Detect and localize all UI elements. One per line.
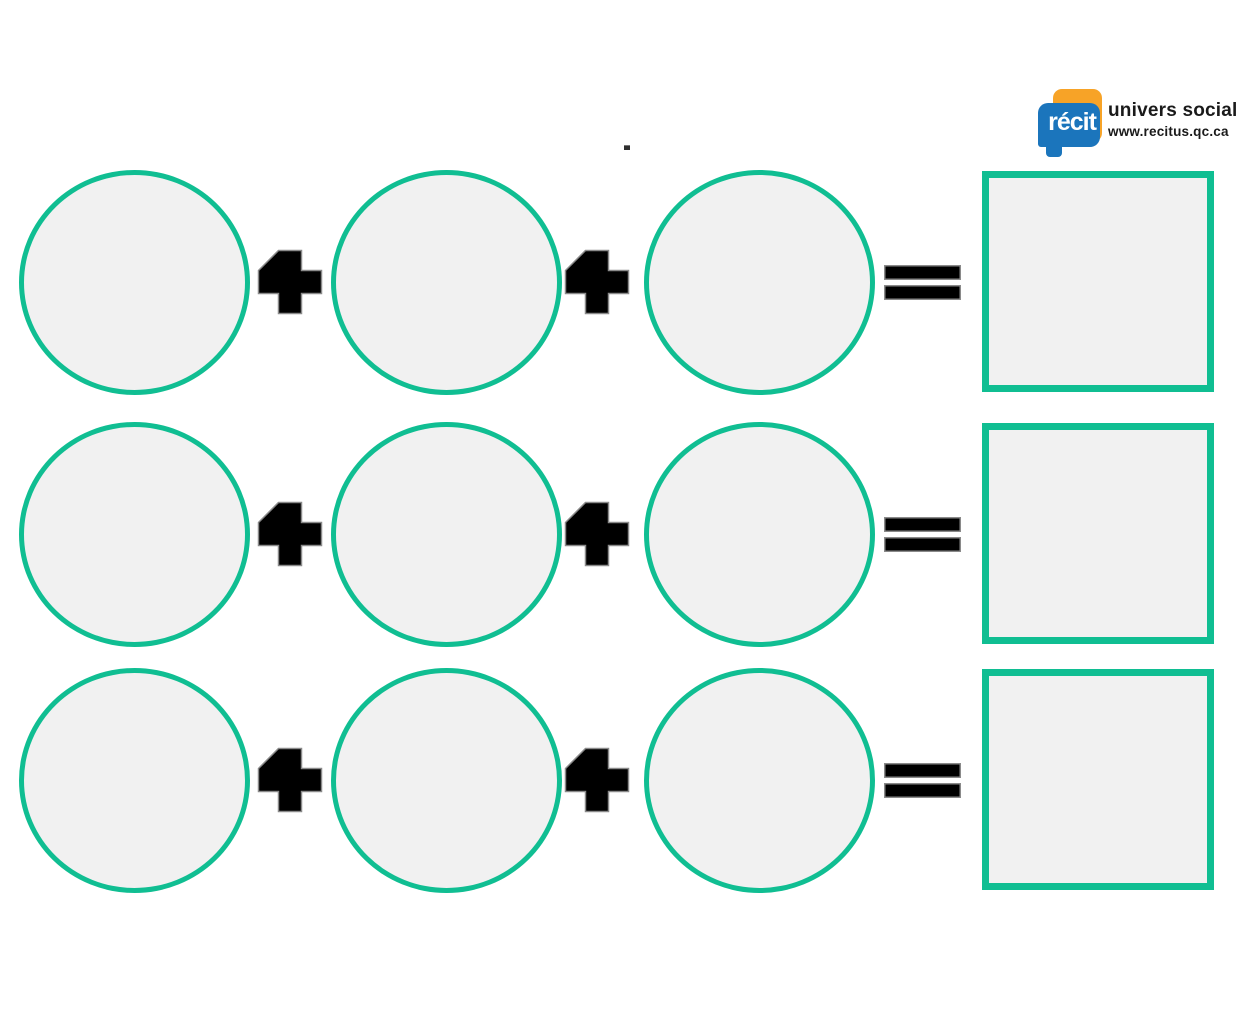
plus-icon xyxy=(257,501,323,567)
addend-circle-3-1[interactable] xyxy=(19,668,250,893)
equals-icon xyxy=(884,763,961,798)
addend-circle-3-3[interactable] xyxy=(644,668,875,893)
plus-icon xyxy=(564,249,630,315)
logo-tagline: univers social xyxy=(1108,100,1238,121)
result-box-2[interactable] xyxy=(982,423,1214,644)
result-box-3[interactable] xyxy=(982,669,1214,890)
plus-icon xyxy=(564,747,630,813)
recitus-logo: récit univers social www.recitus.qc.ca xyxy=(1038,85,1238,161)
logo-blue-tab xyxy=(1046,143,1062,157)
plus-icon xyxy=(257,249,323,315)
equals-icon xyxy=(884,517,961,552)
addend-circle-1-1[interactable] xyxy=(19,170,250,395)
stray-mark xyxy=(624,145,630,150)
addend-circle-2-1[interactable] xyxy=(19,422,250,647)
equals-icon xyxy=(884,265,961,300)
equation-row-1 xyxy=(0,170,1241,395)
equation-row-2 xyxy=(0,422,1241,647)
logo-blue-square xyxy=(1038,103,1100,147)
addend-circle-2-2[interactable] xyxy=(331,422,562,647)
addend-circle-3-2[interactable] xyxy=(331,668,562,893)
logo-text-block: univers social www.recitus.qc.ca xyxy=(1108,100,1238,139)
result-box-1[interactable] xyxy=(982,171,1214,392)
addend-circle-2-3[interactable] xyxy=(644,422,875,647)
plus-icon xyxy=(564,501,630,567)
plus-icon xyxy=(257,747,323,813)
addend-circle-1-2[interactable] xyxy=(331,170,562,395)
equation-row-3 xyxy=(0,668,1241,893)
addend-circle-1-3[interactable] xyxy=(644,170,875,395)
logo-brand-text: récit xyxy=(1048,108,1097,136)
logo-url: www.recitus.qc.ca xyxy=(1108,124,1229,139)
